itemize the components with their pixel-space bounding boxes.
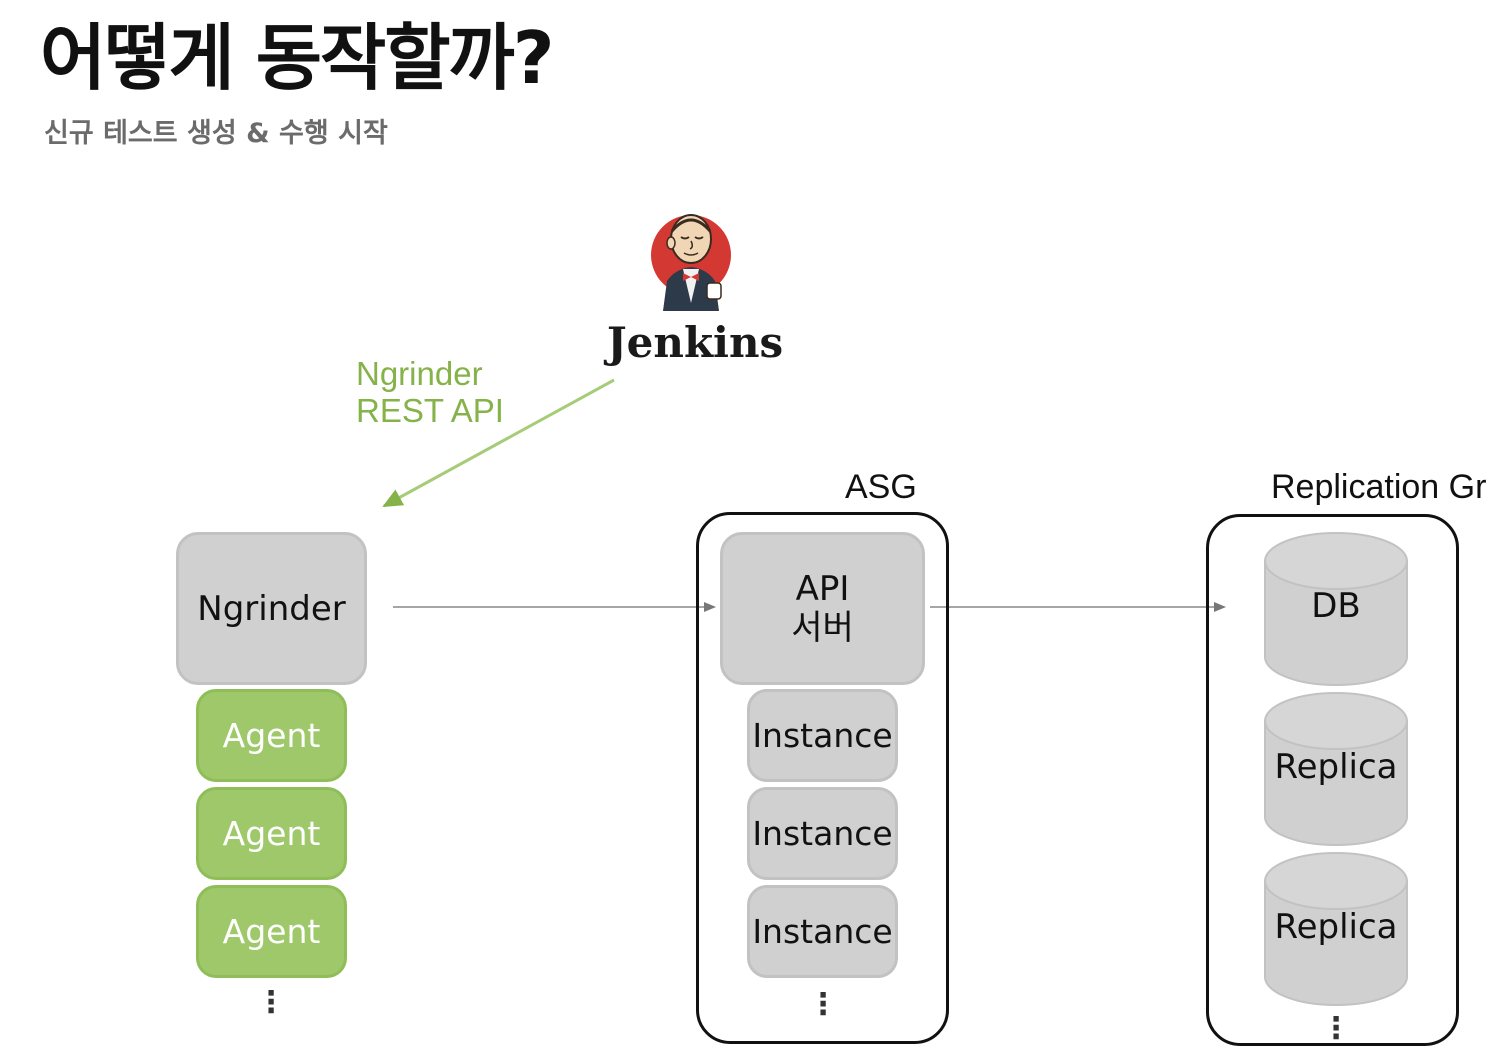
database-icon xyxy=(1264,692,1408,846)
agent-box: Agent xyxy=(196,885,347,978)
agent-box: Agent xyxy=(196,689,347,782)
api-server-label-line2: 서버 xyxy=(791,607,854,648)
db-cylinder: DB xyxy=(1263,531,1409,687)
slide-title: 어떻게 동작할까? xyxy=(40,16,555,100)
ngrinder-controller-label: Ngrinder xyxy=(197,588,346,629)
instance-label: Instance xyxy=(752,814,893,853)
jenkins-butler-icon xyxy=(651,214,731,311)
rest-api-label: Ngrinder REST API xyxy=(356,355,504,430)
agent-label: Agent xyxy=(222,912,321,951)
replica-label: Replica xyxy=(1274,907,1398,947)
instance-label: Instance xyxy=(752,912,893,951)
instance-box: Instance xyxy=(747,885,898,978)
jenkins-to-ngrinder-arrow xyxy=(382,378,615,508)
jenkins-wordmark: Jenkins xyxy=(606,318,784,367)
replica-more-ellipsis: ⋮ xyxy=(1321,1011,1351,1046)
rest-api-label-line1: Ngrinder xyxy=(356,355,483,392)
database-icon xyxy=(1264,532,1408,686)
api-server-label-line1: API xyxy=(795,569,850,610)
asg-label: ASG xyxy=(845,468,917,506)
agent-box: Agent xyxy=(196,787,347,880)
database-icon xyxy=(1264,852,1408,1006)
db-label: DB xyxy=(1311,586,1361,626)
instance-box: Instance xyxy=(747,689,898,782)
instance-label: Instance xyxy=(752,716,893,755)
slide-subtitle: 신규 테스트 생성 & 수행 시작 xyxy=(44,118,388,149)
rest-api-label-line2: REST API xyxy=(356,392,504,430)
agent-label: Agent xyxy=(222,716,321,755)
agent-label: Agent xyxy=(222,814,321,853)
replica-cylinder: Replica xyxy=(1263,691,1409,847)
instance-more-ellipsis: ⋮ xyxy=(808,987,838,1022)
asg-group-box xyxy=(696,512,949,1044)
replication-group-label: Replication Gr xyxy=(1271,468,1487,506)
ngrinder-controller-box: Ngrinder xyxy=(176,532,367,685)
replication-group-box xyxy=(1206,514,1459,1046)
replica-label: Replica xyxy=(1274,747,1398,787)
agent-more-ellipsis: ⋮ xyxy=(256,985,286,1020)
instance-box: Instance xyxy=(747,787,898,880)
replica-cylinder: Replica xyxy=(1263,851,1409,1007)
api-server-box: API 서버 xyxy=(720,532,925,685)
